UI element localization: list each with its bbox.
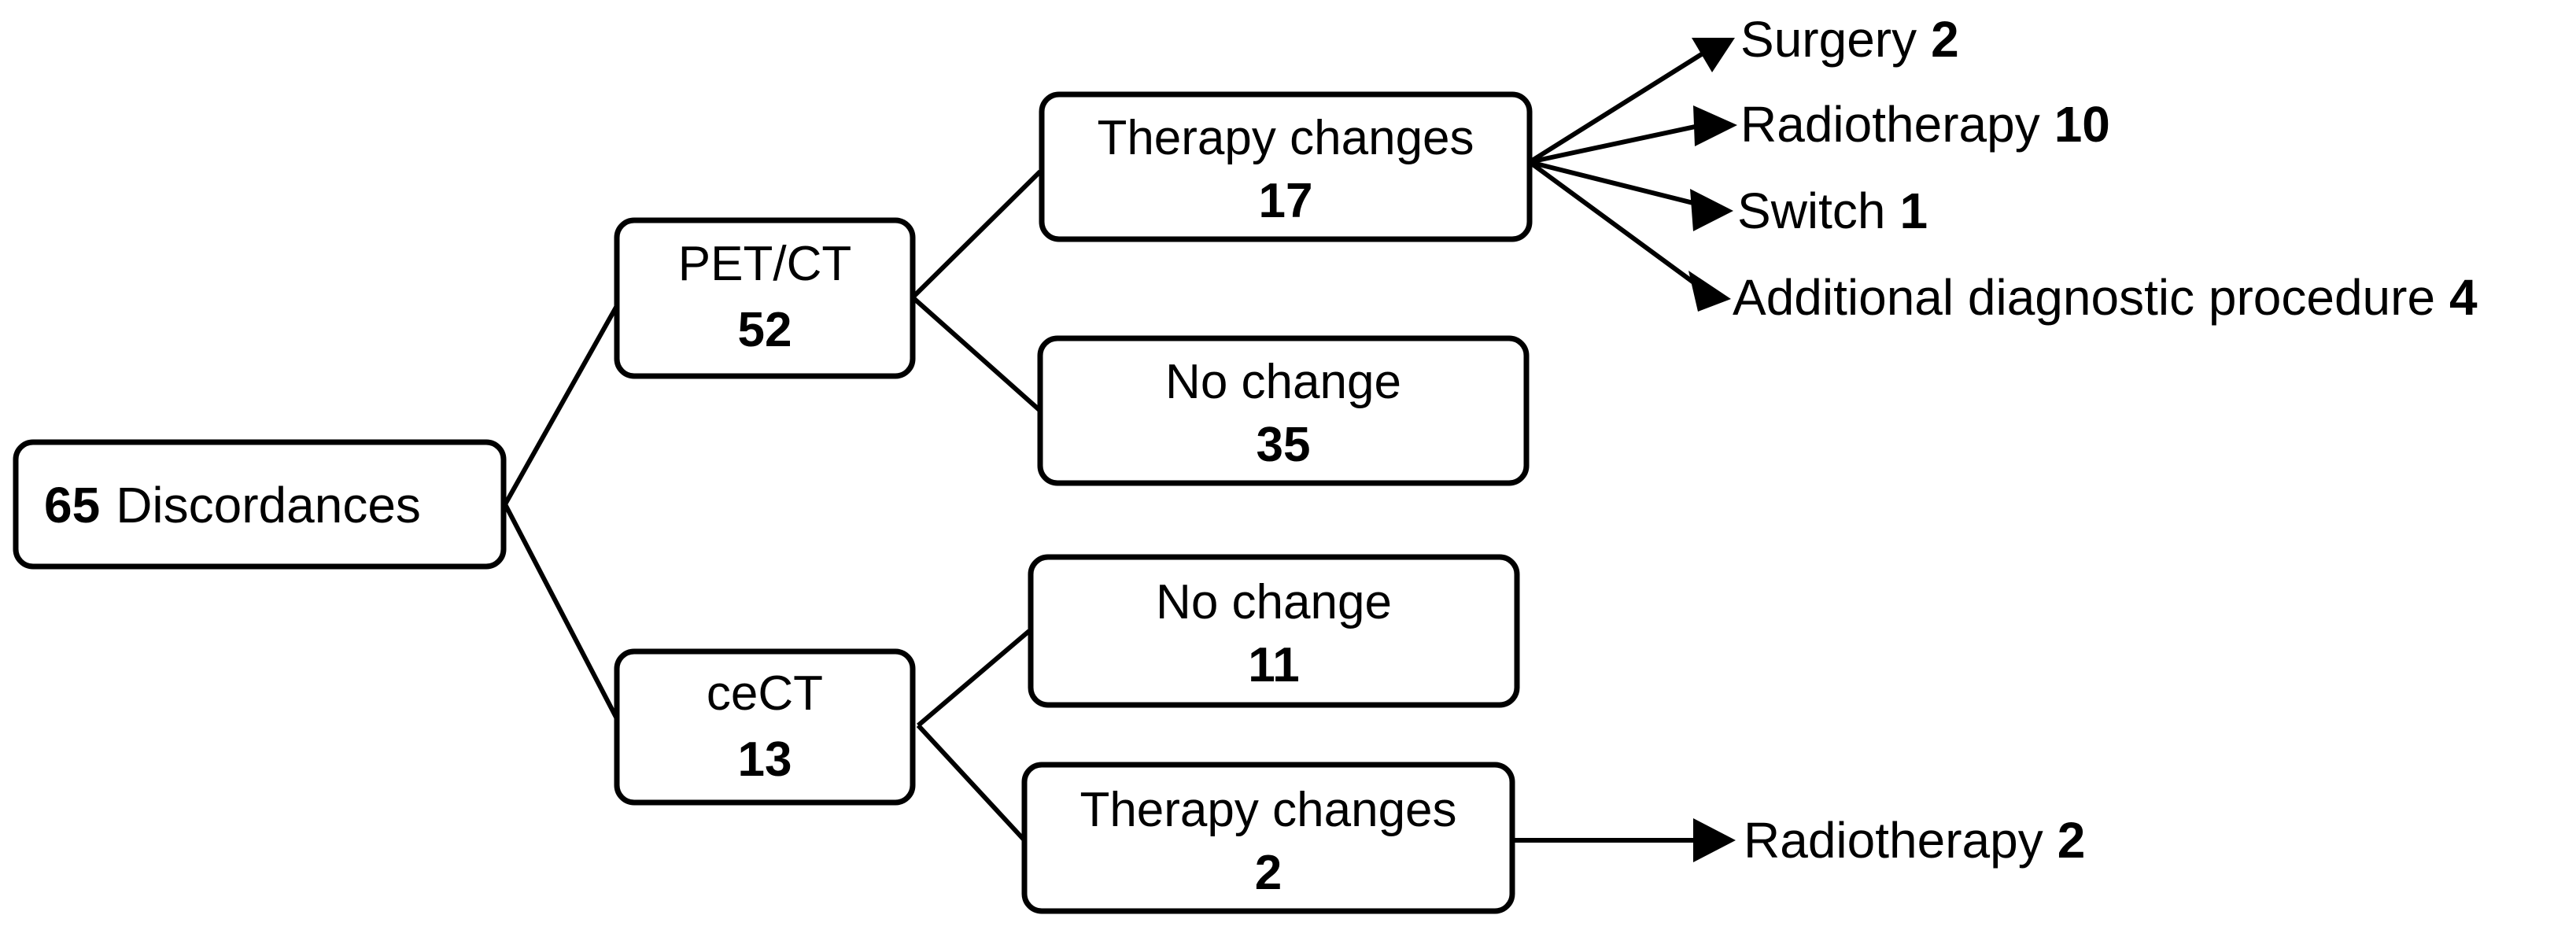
edge-root-to-cect: [503, 503, 624, 729]
node-cect-therapy-changes[interactable]: Therapy changes 2: [1021, 762, 1515, 914]
node-root-box: [13, 439, 507, 570]
node-pet-therapy-changes-count: 17: [1259, 174, 1313, 228]
leaf-radiotherapy-pet-count: 10: [2054, 96, 2110, 153]
edge-to-additional-procedure: [1528, 160, 1703, 290]
leaf-surgery-label: Surgery: [1740, 11, 1917, 68]
node-cect-therapy-changes-label: Therapy changes: [1079, 783, 1456, 837]
edge-to-switch: [1529, 160, 1707, 208]
node-pet-ct[interactable]: PET/CT 52: [614, 217, 916, 379]
node-root-count: 65: [44, 477, 100, 533]
node-cect-no-change-label: No change: [1156, 575, 1392, 629]
node-root-label: Discordances: [116, 477, 421, 533]
arrowhead-radiotherapy-pet-icon: [1693, 105, 1737, 146]
edge-pet-to-no-change: [911, 295, 1042, 413]
edge-cect-to-no-change: [917, 629, 1031, 728]
node-pet-therapy-changes[interactable]: Therapy changes 17: [1039, 91, 1533, 242]
leaf-additional-diagnostic-procedure-label: Additional diagnostic procedure: [1733, 269, 2435, 326]
leaf-radiotherapy-cect-label: Radiotherapy: [1744, 812, 2043, 869]
edge-group-root-to-modalities: [503, 296, 624, 729]
node-cect-therapy-changes-box: [1021, 762, 1515, 914]
node-cect-no-change[interactable]: No change 11: [1028, 554, 1520, 708]
arrowhead-additional-procedure-icon: [1688, 271, 1731, 312]
arrowhead-switch-icon: [1690, 189, 1733, 231]
edge-group-cect-therapy-to-radiotherapy: [1512, 818, 1736, 862]
edge-to-surgery: [1528, 43, 1717, 164]
node-cect[interactable]: ceCT 13: [614, 648, 916, 806]
arrowhead-radiotherapy-cect-icon: [1693, 818, 1736, 862]
edge-root-to-pet-ct: [503, 296, 624, 506]
edge-group-therapy-fanout: [1528, 38, 1737, 312]
node-cect-label: ceCT: [707, 666, 823, 721]
leaf-surgery-count: 2: [1931, 11, 1959, 68]
node-pet-no-change-label: No change: [1165, 355, 1401, 409]
node-cect-no-change-box: [1028, 554, 1520, 708]
leaf-additional-diagnostic-procedure-count: 4: [2449, 269, 2478, 326]
arrowhead-surgery-icon: [1692, 38, 1735, 72]
leaf-switch-count: 1: [1900, 183, 1928, 239]
node-cect-no-change-count: 11: [1248, 638, 1300, 692]
edge-to-radiotherapy-pet: [1529, 120, 1714, 164]
node-pet-no-change-box: [1037, 335, 1530, 486]
node-pet-ct-box: [614, 217, 916, 379]
node-pet-ct-label: PET/CT: [678, 237, 851, 291]
edge-pet-to-therapy-changes: [910, 169, 1043, 300]
leaf-radiotherapy-pet-label: Radiotherapy: [1740, 96, 2040, 153]
node-root-discordances[interactable]: 65 Discordances: [13, 439, 507, 570]
node-root-text: 65 Discordances: [44, 477, 421, 533]
edge-cect-to-therapy-changes: [916, 723, 1027, 843]
node-pet-no-change-count: 35: [1257, 418, 1311, 472]
node-pet-therapy-changes-box: [1039, 91, 1533, 242]
node-cect-box: [614, 648, 916, 806]
edge-group-cect-to-outcomes: [916, 629, 1031, 843]
node-pet-therapy-changes-label: Therapy changes: [1097, 111, 1474, 165]
node-cect-therapy-changes-count: 2: [1255, 846, 1282, 900]
leaf-switch-label: Switch: [1737, 183, 1886, 239]
edge-group-pet-to-outcomes: [910, 169, 1043, 413]
leaf-radiotherapy-cect-count: 2: [2057, 812, 2086, 869]
node-pet-ct-count: 52: [738, 303, 792, 357]
node-cect-count: 13: [738, 732, 792, 787]
node-pet-no-change[interactable]: No change 35: [1037, 335, 1530, 486]
